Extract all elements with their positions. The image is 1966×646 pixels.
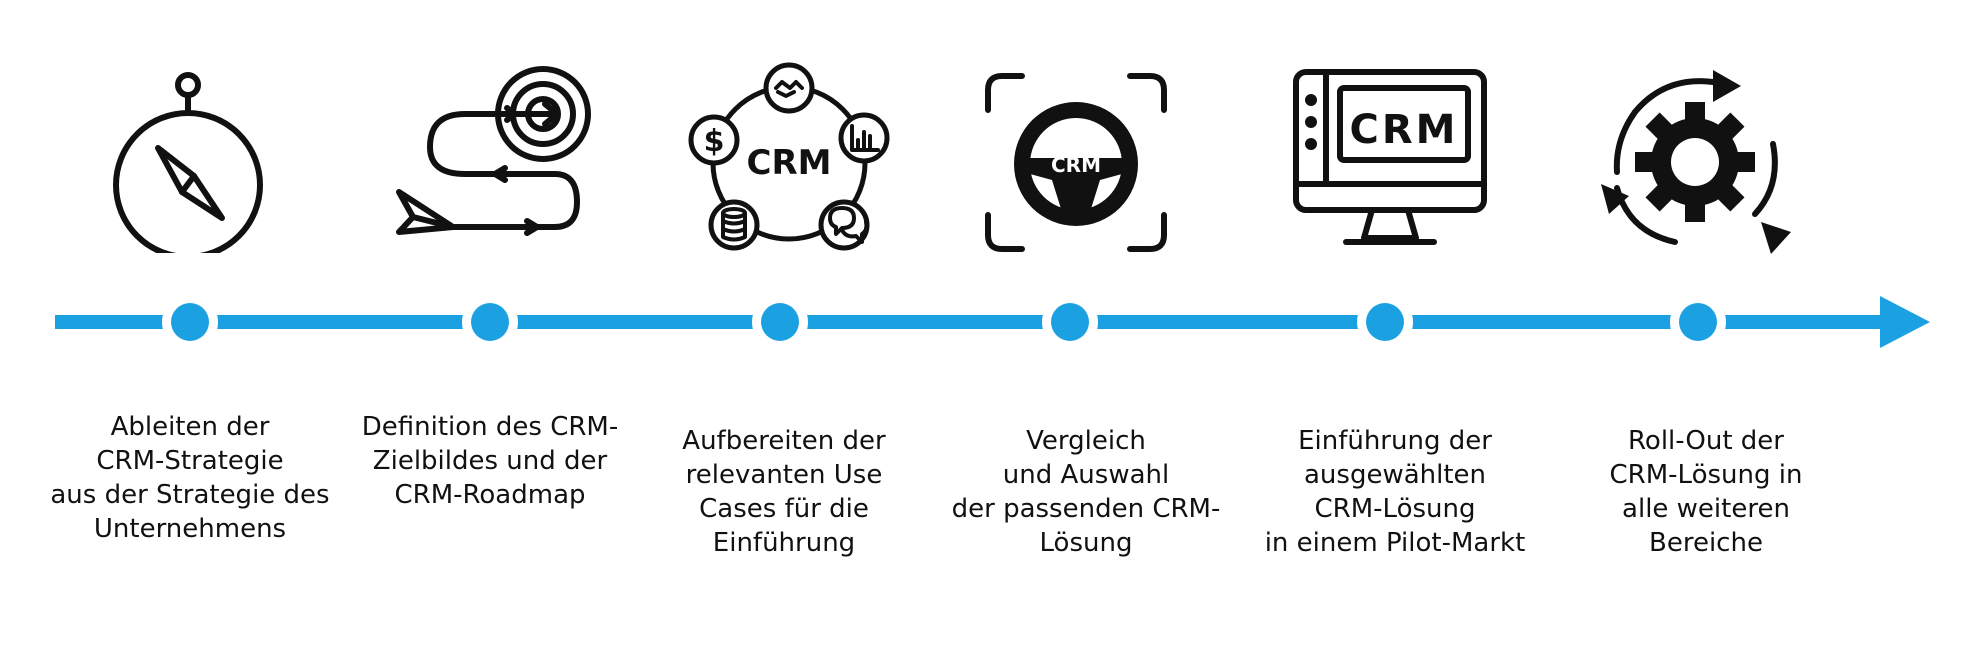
- timeline-dot-gaps: [162, 294, 1726, 350]
- milestone-dot-5: [1366, 303, 1404, 341]
- milestone-dot-6: [1679, 303, 1717, 341]
- monitor-crm-label: CRM: [1350, 107, 1459, 153]
- step-label-4: Vergleich und Auswahl der passenden CRM-…: [951, 426, 1221, 558]
- use-cases-crm-label: CRM: [747, 143, 832, 183]
- steering-wheel-icon: CRM: [982, 70, 1170, 255]
- step-label-2: Definition des CRM- Zielbildes und der C…: [361, 412, 619, 510]
- rollout-gear-icon: [1595, 64, 1795, 254]
- milestone-dot-2: [471, 303, 509, 341]
- step-label-3: Aufbereiten der relevanten Use Cases für…: [682, 426, 886, 558]
- milestone-dot-1: [171, 303, 209, 341]
- milestone-dot-3: [761, 303, 799, 341]
- step-label-6: Roll-Out der CRM-Lösung in alle weiteren…: [1609, 426, 1803, 558]
- crm-use-cases-icon: $ CRM: [682, 60, 897, 255]
- steering-crm-label: CRM: [1051, 153, 1101, 177]
- step-label-1: Ableiten der CRM-Strategie aus der Strat…: [50, 412, 330, 544]
- target-roadmap-icon: [395, 62, 595, 237]
- milestone-dot-4: [1051, 303, 1089, 341]
- timeline-arrowhead: [1880, 296, 1930, 348]
- step-label-5: Einführung der ausgewählten CRM-Lösung i…: [1264, 426, 1526, 558]
- compass-icon: [100, 68, 270, 253]
- crm-monitor-icon: CRM: [1290, 66, 1490, 256]
- svg-text:$: $: [704, 124, 725, 159]
